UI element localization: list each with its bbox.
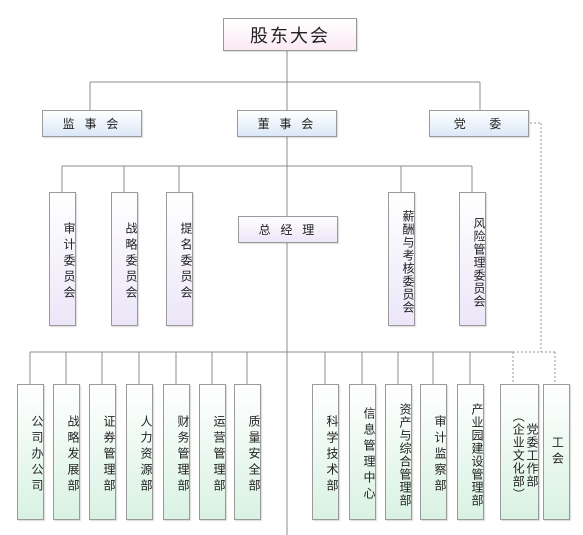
audit-committee-label: 审计委员会	[62, 222, 76, 302]
board-of-directors-box: 董 事 会	[237, 110, 337, 137]
party-work-dept-box: 党委工作部 （企业文化部）	[500, 384, 539, 520]
dept-audit-supervision-box: 审计监察部	[420, 384, 447, 520]
risk-committee-box: 风险管理委员会	[459, 192, 486, 326]
dept-strategy-development-box: 战略发展部	[53, 384, 80, 520]
dept-label: 审计监察部	[433, 415, 447, 495]
nomination-committee-label: 提名委员会	[179, 222, 193, 302]
dept-label: 战略发展部	[66, 415, 80, 495]
labor-union-label: 工会	[550, 436, 565, 468]
dept-general-office-box: 公司办公司	[17, 384, 44, 520]
dept-label: 产业园建设管理部	[470, 403, 484, 507]
risk-committee-label: 风险管理委员会	[472, 216, 486, 308]
nomination-committee-box: 提名委员会	[166, 192, 193, 326]
compensation-committee-label: 薪酬与考核委员会	[401, 210, 415, 314]
dept-assets-admin-box: 资产与综合管理部	[385, 384, 412, 520]
dept-label: 质量安全部	[247, 415, 261, 495]
labor-union-box: 工会	[543, 384, 570, 520]
general-manager-box: 总 经 理	[238, 216, 338, 243]
party-committee-label: 党 委	[453, 117, 505, 131]
dept-label: 财务管理部	[176, 415, 190, 495]
dept-finance-box: 财务管理部	[163, 384, 190, 520]
dept-info-center-box: 信息管理中心	[349, 384, 376, 520]
strategy-committee-label: 战略委员会	[124, 222, 138, 302]
culture-dept-label: （企业文化部）	[511, 409, 526, 501]
board-of-directors-label: 董 事 会	[257, 117, 317, 131]
dept-label: 人力资源部	[139, 415, 153, 495]
dept-label: 证券管理部	[102, 415, 116, 495]
audit-committee-box: 审计委员会	[49, 192, 76, 326]
general-manager-label: 总 经 理	[258, 223, 318, 237]
party-work-dept-label: 党委工作部	[525, 422, 539, 488]
shareholders-meeting-label: 股东大会	[250, 25, 330, 47]
dept-industrial-park-box: 产业园建设管理部	[457, 384, 484, 520]
supervisory-board-box: 监 事 会	[42, 110, 142, 137]
shareholders-meeting-box: 股东大会	[223, 18, 357, 51]
dept-human-resources-box: 人力资源部	[126, 384, 153, 520]
party-committee-box: 党 委	[429, 110, 529, 137]
dept-label: 信息管理中心	[362, 407, 376, 503]
dept-label: 科学技术部	[325, 415, 339, 495]
dept-label: 公司办公司	[30, 415, 44, 495]
dept-label: 运营管理部	[212, 415, 226, 495]
dept-science-tech-box: 科学技术部	[312, 384, 339, 520]
compensation-committee-box: 薪酬与考核委员会	[388, 192, 415, 326]
dept-securities-box: 证券管理部	[89, 384, 116, 520]
strategy-committee-box: 战略委员会	[111, 192, 138, 326]
dept-label: 资产与综合管理部	[398, 403, 412, 507]
supervisory-board-label: 监 事 会	[62, 117, 122, 131]
dept-operations-box: 运营管理部	[199, 384, 226, 520]
dept-quality-safety-box: 质量安全部	[234, 384, 261, 520]
